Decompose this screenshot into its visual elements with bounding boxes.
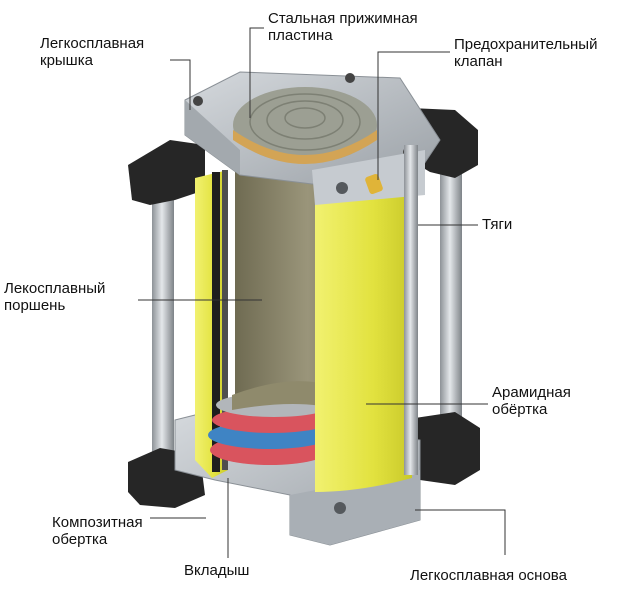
cover-right-bolt [336, 182, 348, 194]
label-alloy-cover: Легкосплавная крышка [40, 35, 144, 69]
label-alloy-piston: Лекосплавный поршень [4, 280, 105, 314]
base-bolt-hole [334, 502, 346, 514]
label-steel-plate: Стальная прижимная пластина [268, 10, 418, 44]
label-liner: Вкладыш [184, 562, 249, 579]
liner-left-strip [212, 172, 220, 472]
tie-rod-back-left [152, 175, 174, 475]
label-safety-valve: Предохранительный клапан [454, 36, 597, 70]
label-tie-rods: Тяги [482, 216, 512, 233]
tie-rod-back-right [440, 140, 462, 440]
cover-bolt-hole-2 [345, 73, 355, 83]
label-composite-wrap: Композитная обертка [52, 514, 143, 548]
cover-bolt-hole-1 [193, 96, 203, 106]
label-alloy-base: Легкосплавная основа [410, 567, 567, 584]
leader-alloy-base [415, 510, 505, 555]
tie-rod-front-right [404, 145, 418, 475]
aramid-wrap [315, 194, 412, 492]
bracket-bottom-right [412, 412, 480, 485]
bracket-top-left [128, 140, 205, 205]
label-aramid-wrap: Арамидная обёртка [492, 384, 571, 418]
